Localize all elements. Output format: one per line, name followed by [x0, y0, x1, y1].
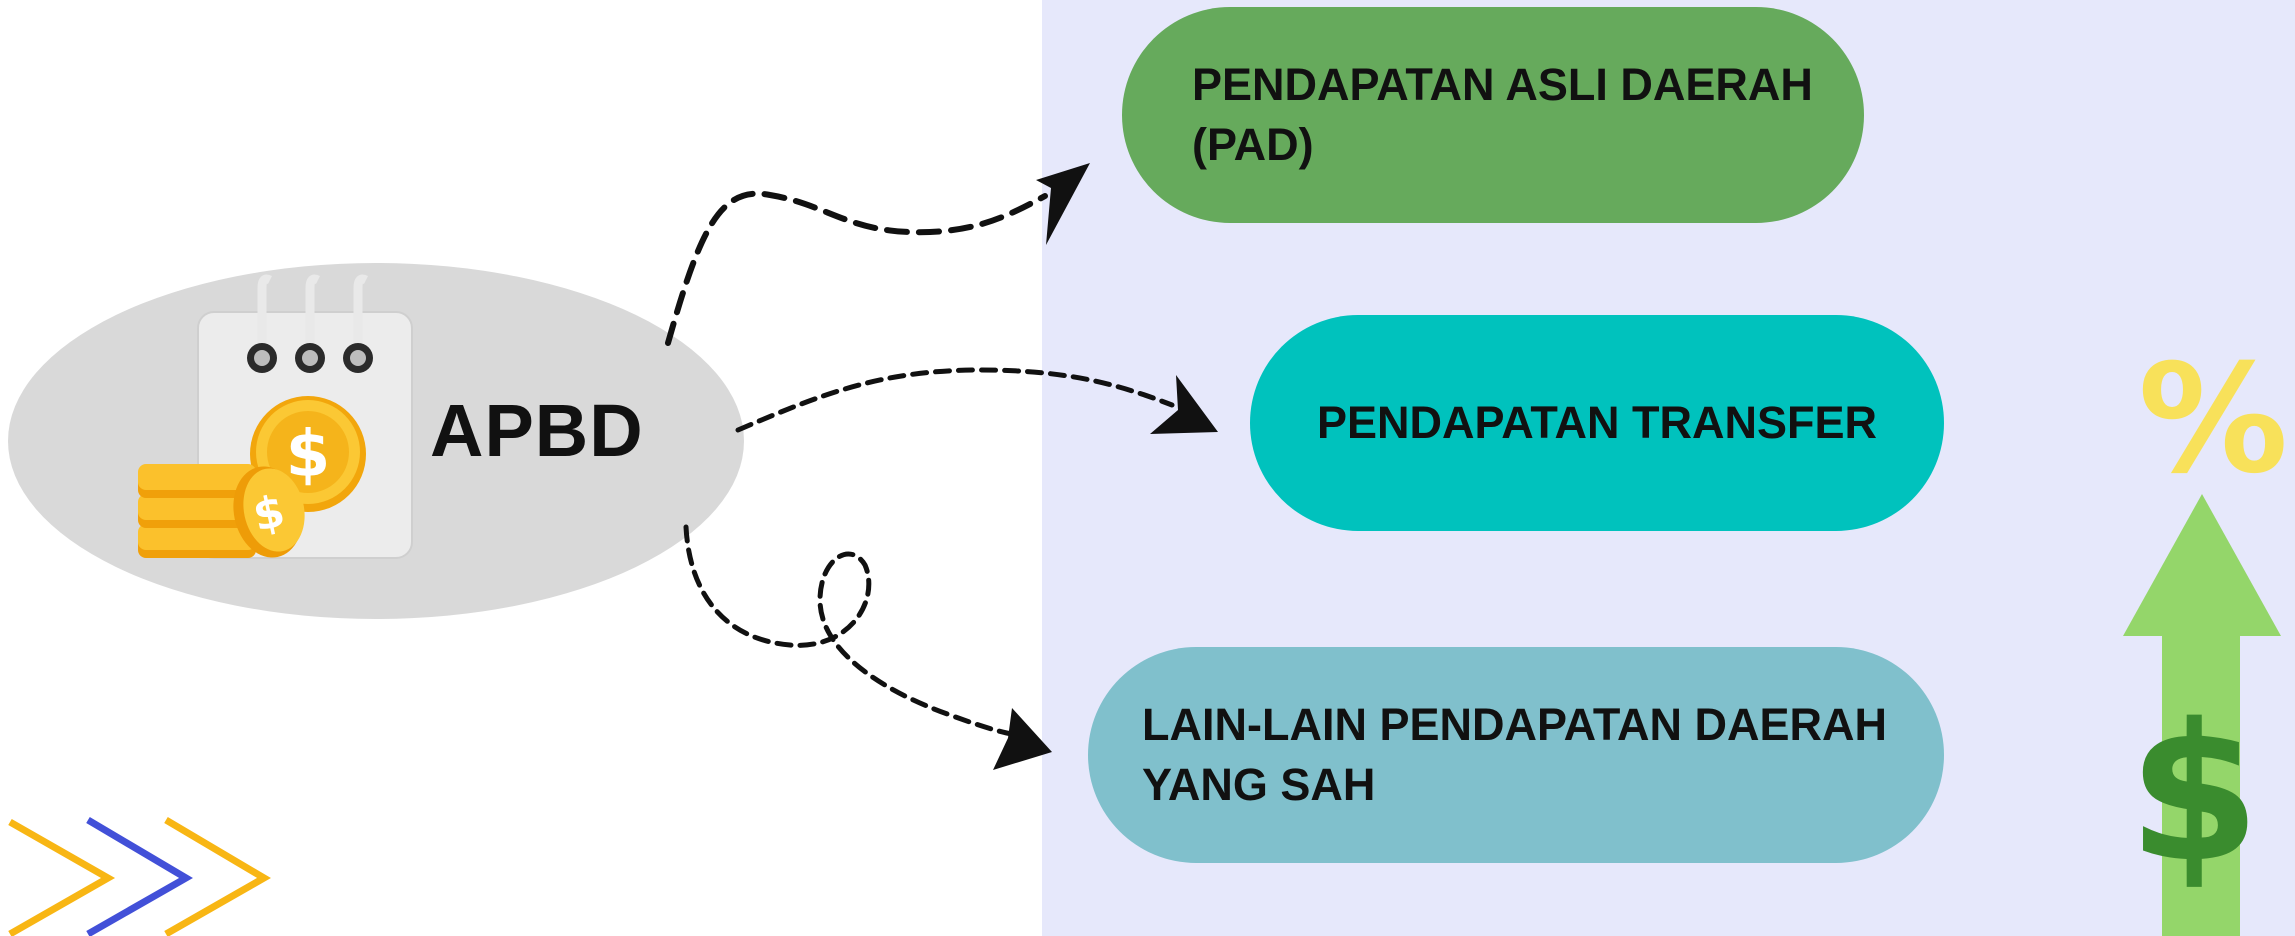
connector-to-pad — [665, 190, 1048, 346]
svg-text:$: $ — [286, 418, 331, 492]
arrow-head — [2123, 494, 2281, 636]
connector-to-lain-lain — [683, 524, 1015, 737]
target-lain-lain-line-2: YANG SAH — [1142, 759, 1376, 810]
target-transfer-line-1: PENDAPATAN TRANSFER — [1317, 397, 1877, 448]
arrowhead-pad — [1036, 163, 1090, 245]
target-lain-lain-line-1: LAIN-LAIN PENDAPATAN DAERAH — [1142, 699, 1887, 750]
arrow-shaft — [2162, 636, 2240, 936]
target-transfer: PENDAPATAN TRANSFER — [1250, 315, 1944, 531]
target-pad: PENDAPATAN ASLI DAERAH (PAD) — [1122, 7, 1864, 223]
chevron-1-icon — [8, 818, 116, 936]
apbd-label: APBD — [430, 389, 644, 472]
dollar-icon: $ — [2128, 683, 2261, 904]
arrowhead-transfer — [1150, 375, 1218, 434]
connector-to-transfer — [735, 367, 1175, 433]
chevron-2-icon — [86, 816, 193, 936]
percent-icon: % — [2138, 333, 2289, 507]
target-lain-lain: LAIN-LAIN PENDAPATAN DAERAH YANG SAH — [1088, 647, 1944, 863]
arrowhead-lain-lain — [993, 708, 1052, 770]
target-pad-line-2: (PAD) — [1192, 119, 1314, 170]
target-pad-line-1: PENDAPATAN ASLI DAERAH — [1192, 59, 1813, 110]
chevron-3-icon — [164, 816, 271, 936]
